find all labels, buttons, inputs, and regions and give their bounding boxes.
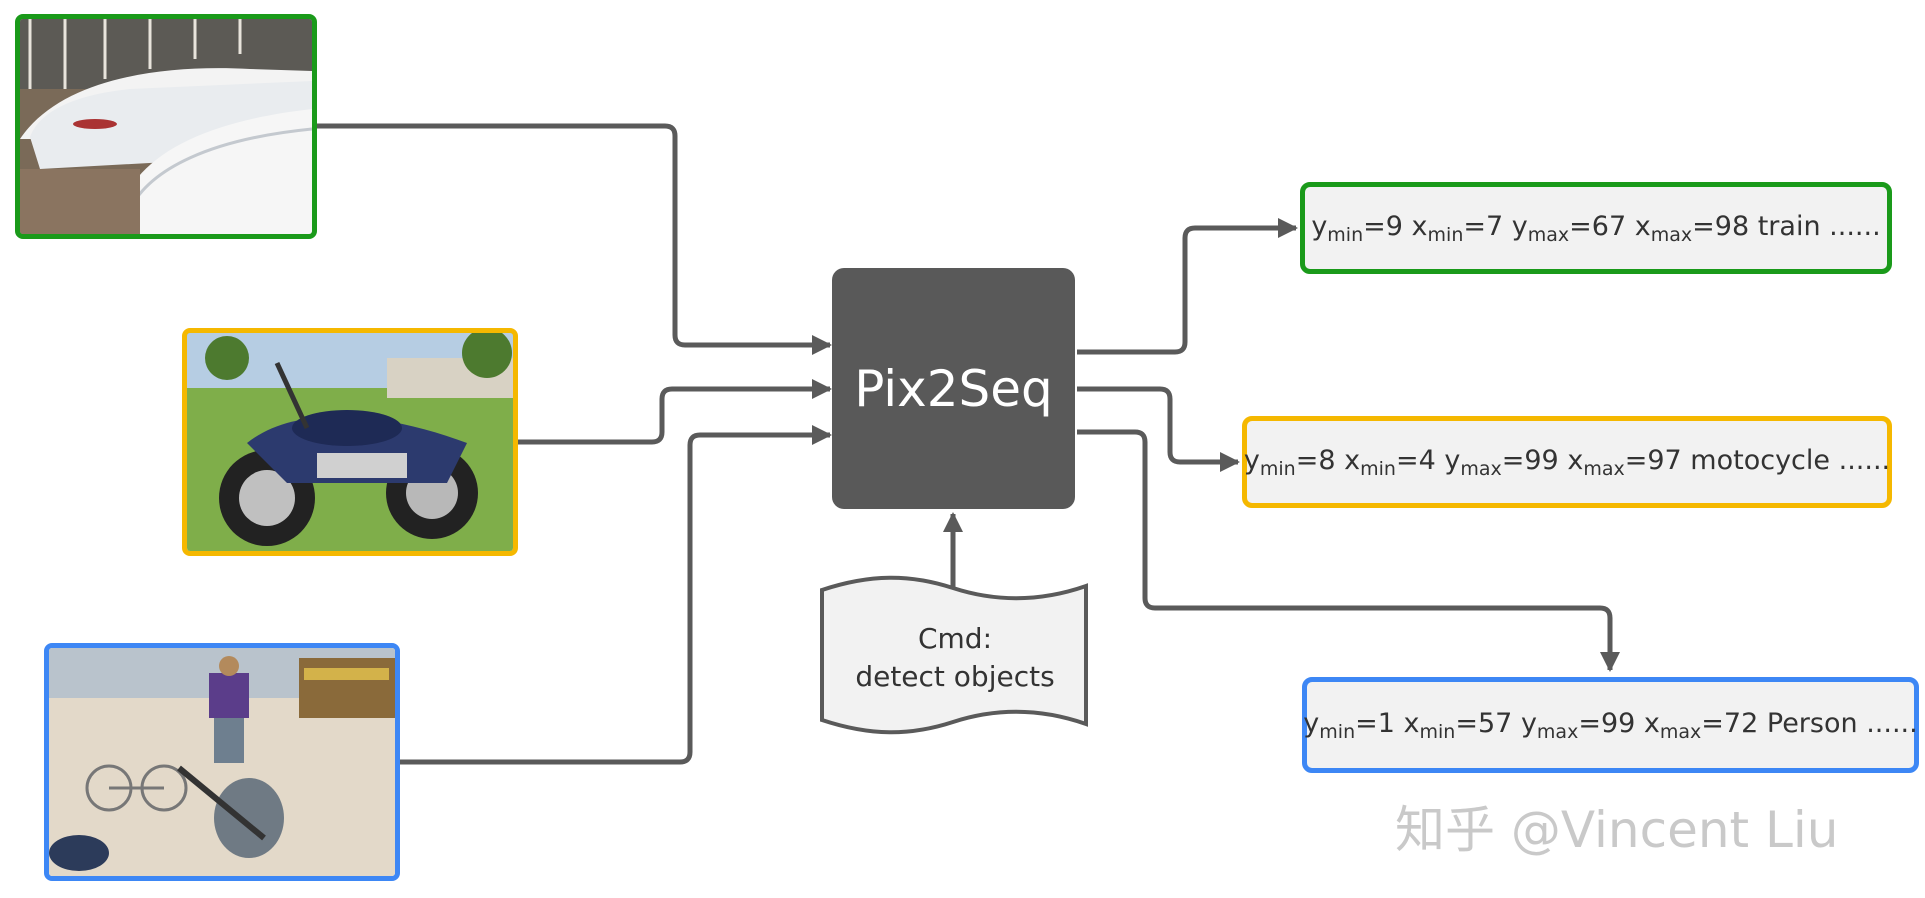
output-text-person: ymin=1 xmin=57 ymax=99 xmax=72 Person ..… [1303, 707, 1918, 743]
command-text: Cmd: detect objects [820, 620, 1090, 696]
output-box-motorcycle: ymin=8 xmin=4 ymax=99 xmax=97 motocycle … [1242, 416, 1892, 508]
arrow-train-to-model [317, 123, 832, 355]
arrow-motorcycle-to-model [518, 379, 832, 445]
arrow-model-to-motorcycle-output [1077, 386, 1240, 472]
input-image-person [44, 643, 400, 881]
arrow-person-to-model [400, 425, 832, 765]
model-label: Pix2Seq [854, 359, 1053, 418]
output-text-train: ymin=9 xmin=7 ymax=67 xmax=98 train ....… [1311, 210, 1881, 246]
output-box-person: ymin=1 xmin=57 ymax=99 xmax=72 Person ..… [1302, 677, 1919, 773]
watermark: 知乎 @Vincent Liu [1395, 801, 1839, 859]
command-line-1: Cmd: [917, 622, 993, 655]
output-box-train: ymin=9 xmin=7 ymax=67 xmax=98 train ....… [1300, 182, 1892, 274]
pix2seq-model-box: Pix2Seq [832, 268, 1075, 509]
output-text-motorcycle: ymin=8 xmin=4 ymax=99 xmax=97 motocycle … [1243, 444, 1891, 480]
cmd-document-shape [820, 575, 1088, 735]
input-image-train [15, 14, 317, 239]
arrow-model-to-person-output [1077, 429, 1620, 672]
command-line-2: detect objects [855, 660, 1055, 693]
input-image-motorcycle [182, 328, 518, 556]
arrow-model-to-train-output [1077, 218, 1298, 355]
